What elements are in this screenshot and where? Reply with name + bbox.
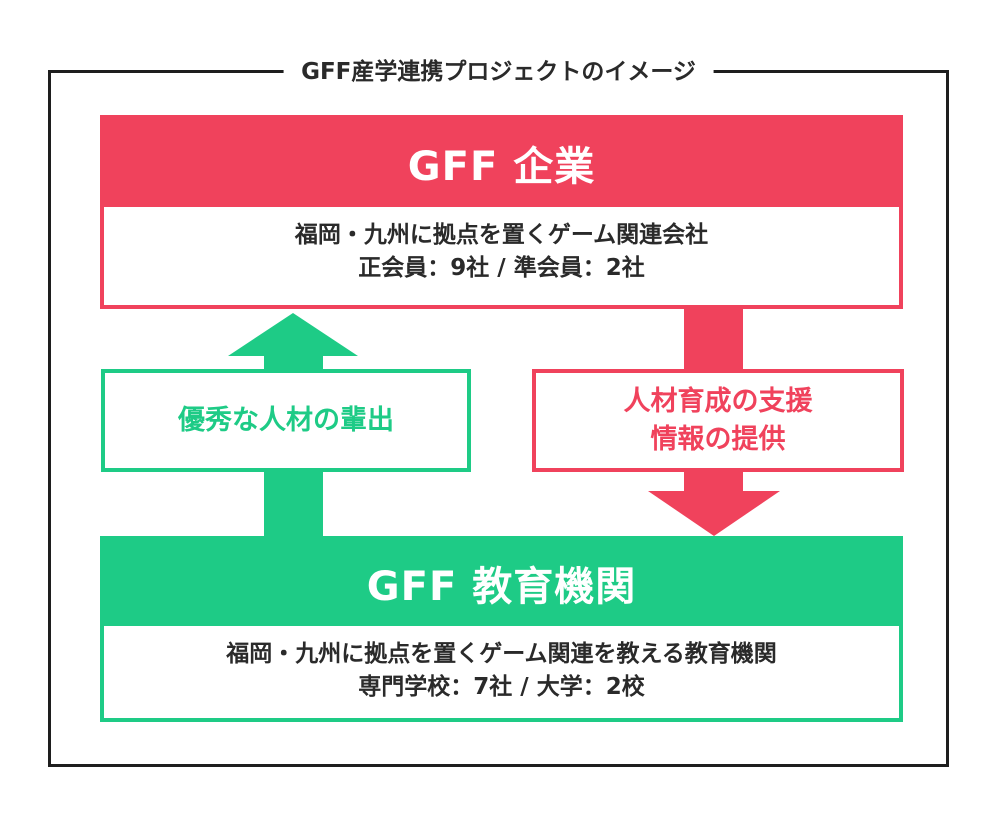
education-desc-line2: 専門学校：7社 / 大学：2校 xyxy=(358,674,645,700)
company-title: GFF 企業 xyxy=(104,119,899,207)
company-description: 福岡・九州に拠点を置くゲーム関連会社 正会員：9社 / 準会員：2社 xyxy=(104,207,899,285)
flow-down-text-line2: 情報の提供 xyxy=(650,423,786,455)
education-box: GFF 教育機関 福岡・九州に拠点を置くゲーム関連を教える教育機関 専門学校：7… xyxy=(100,536,903,722)
company-desc-line2: 正会員：9社 / 準会員：2社 xyxy=(358,255,645,281)
education-description: 福岡・九州に拠点を置くゲーム関連を教える教育機関 専門学校：7社 / 大学：2校 xyxy=(104,626,899,704)
flow-up-label: 優秀な人材の輩出 xyxy=(101,369,471,472)
frame-title: GFF産学連携プロジェクトのイメージ xyxy=(283,57,714,87)
education-desc-line1: 福岡・九州に拠点を置くゲーム関連を教える教育機関 xyxy=(226,641,777,667)
diagram-frame: GFF産学連携プロジェクトのイメージ xyxy=(48,57,949,767)
company-desc-line1: 福岡・九州に拠点を置くゲーム関連会社 xyxy=(294,222,709,248)
flow-down-label: 人材育成の支援 情報の提供 xyxy=(532,369,904,472)
education-title: GFF 教育機関 xyxy=(104,540,899,626)
flow-down-text-line1: 人材育成の支援 xyxy=(623,385,813,417)
company-box: GFF 企業 福岡・九州に拠点を置くゲーム関連会社 正会員：9社 / 準会員：2… xyxy=(100,115,903,309)
flow-up-text: 優秀な人材の輩出 xyxy=(178,404,394,436)
